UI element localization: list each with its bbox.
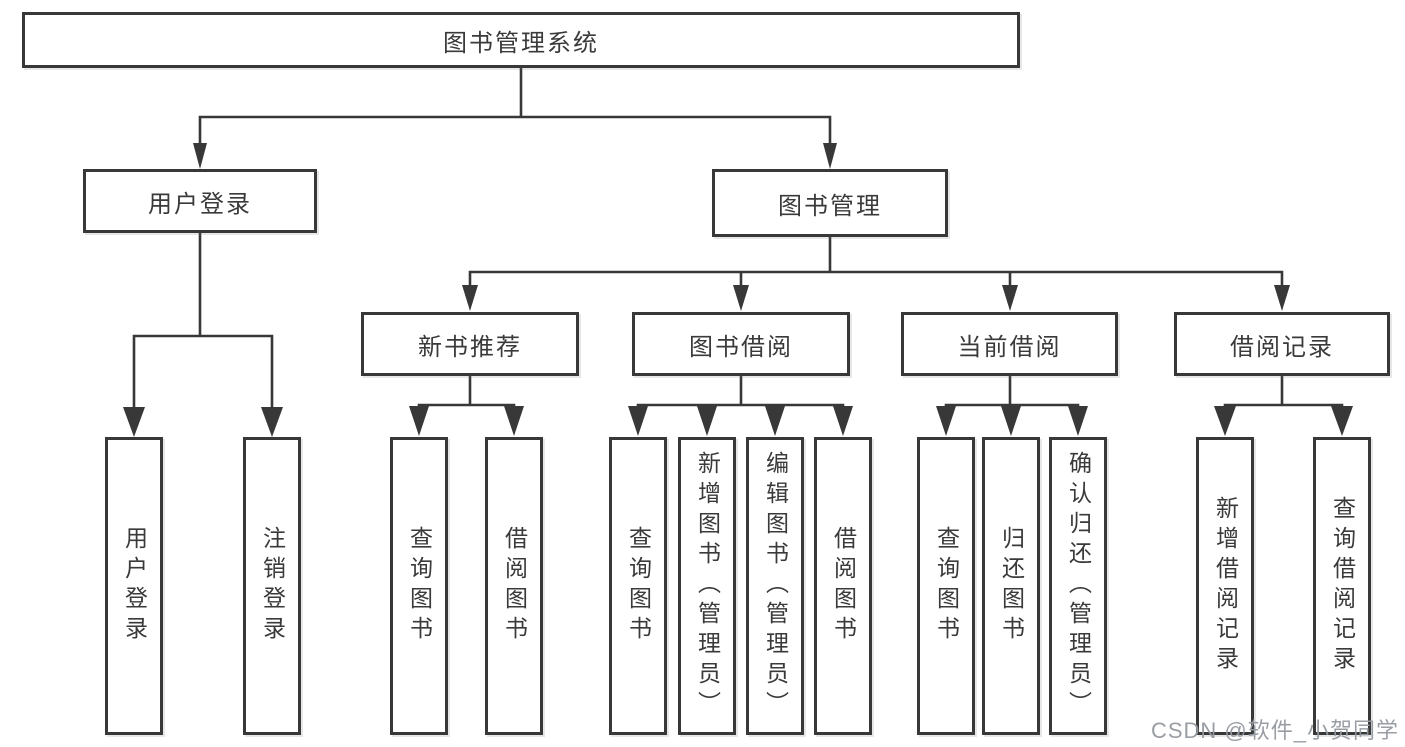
node-new-book-recommend: 新书推荐: [361, 312, 579, 376]
edge-book-borrow-bus: [636, 403, 845, 407]
node-book-borrowing-label: 图书借阅: [689, 333, 793, 361]
node-user-login: 用户登录: [83, 169, 317, 233]
leaf-logout-label: 注销登录: [259, 526, 286, 646]
leaf-add-book-admin-label: 新增图书（管理员）: [694, 451, 721, 721]
leaf-edit-book-admin-label: 编辑图书（管理员）: [762, 451, 789, 721]
arrowhead-leaf-user-login: [123, 407, 145, 437]
arrowhead-borrow-records: [1274, 285, 1290, 311]
arrowhead-leaf-query-rec: [409, 406, 429, 436]
node-book-borrowing: 图书借阅: [632, 312, 850, 376]
arrowhead-book-mgmt: [823, 143, 837, 169]
leaf-logout: 注销登录: [243, 437, 301, 735]
edge-current-borrow-bus: [944, 403, 1080, 407]
arrowhead-leaf-confirm: [1068, 406, 1088, 436]
leaf-query-book-borrowing-label: 查询图书: [625, 526, 652, 646]
leaf-user-login-label: 用户登录: [121, 526, 148, 646]
leaf-borrow-book-borrowing-label: 借阅图书: [830, 526, 857, 646]
leaf-add-book-admin: 新增图书（管理员）: [678, 437, 736, 735]
node-root-system: 图书管理系统: [22, 12, 1020, 68]
node-book-management-label: 图书管理: [778, 192, 882, 220]
edge-level2-bus: [198, 115, 832, 144]
node-borrowing-records-label: 借阅记录: [1230, 333, 1334, 361]
leaf-borrow-book-borrowing: 借阅图书: [814, 437, 872, 735]
arrowhead-leaf-query-bor: [628, 406, 648, 436]
leaf-borrow-book-recommend-label: 借阅图书: [501, 526, 528, 646]
leaf-edit-book-admin: 编辑图书（管理员）: [746, 437, 804, 735]
leaf-borrow-book-recommend: 借阅图书: [485, 437, 543, 735]
node-current-borrowing: 当前借阅: [901, 312, 1118, 376]
csdn-watermark: CSDN @软件_小贺同学: [1150, 718, 1399, 743]
node-root-label: 图书管理系统: [443, 29, 599, 57]
node-new-book-recommend-label: 新书推荐: [418, 333, 522, 361]
leaf-query-book-current: 查询图书: [917, 437, 975, 735]
leaf-user-login: 用户登录: [105, 437, 163, 735]
edge-level3-bus: [468, 270, 1284, 286]
leaf-query-borrow-record: 查询借阅记录: [1313, 437, 1371, 735]
leaf-query-book-recommend-label: 查询图书: [406, 526, 433, 646]
arrowhead-current-borrow: [1002, 285, 1018, 311]
arrowhead-leaf-query-cur: [936, 406, 956, 436]
arrowhead-leaf-borrow-rec: [504, 406, 524, 436]
arrowhead-leaf-query-record: [1331, 406, 1353, 436]
leaf-add-borrow-record-label: 新增借阅记录: [1212, 496, 1239, 676]
leaf-confirm-return-admin-label: 确认归还（管理员）: [1065, 451, 1092, 721]
arrowhead-leaf-return: [1001, 406, 1021, 436]
edge-user-login-bus: [132, 334, 274, 408]
leaf-return-book-label: 归还图书: [998, 526, 1025, 646]
leaf-query-borrow-record-label: 查询借阅记录: [1329, 496, 1356, 676]
arrowhead-leaf-add-book: [697, 406, 717, 436]
leaf-return-book: 归还图书: [982, 437, 1040, 735]
node-borrowing-records: 借阅记录: [1174, 312, 1390, 376]
leaf-add-borrow-record: 新增借阅记录: [1196, 437, 1254, 735]
leaf-query-book-current-label: 查询图书: [933, 526, 960, 646]
leaf-query-book-borrowing: 查询图书: [609, 437, 667, 735]
leaf-query-book-recommend: 查询图书: [390, 437, 448, 735]
leaf-confirm-return-admin: 确认归还（管理员）: [1049, 437, 1107, 735]
node-current-borrowing-label: 当前借阅: [957, 333, 1062, 361]
arrowhead-book-borrow: [733, 285, 749, 311]
arrowhead-leaf-borrow-bor: [833, 406, 853, 436]
arrowhead-leaf-edit-book: [765, 406, 785, 436]
edge-borrow-records-bus: [1223, 403, 1344, 407]
edge-new-book-rec-bus: [417, 403, 516, 407]
arrowhead-leaf-add-record: [1214, 406, 1236, 436]
arrowhead-leaf-logout: [261, 407, 283, 437]
node-book-management: 图书管理: [712, 169, 948, 237]
arrowhead-user-login: [193, 143, 207, 169]
node-user-login-label: 用户登录: [148, 190, 252, 218]
arrowhead-new-book-rec: [462, 285, 478, 311]
